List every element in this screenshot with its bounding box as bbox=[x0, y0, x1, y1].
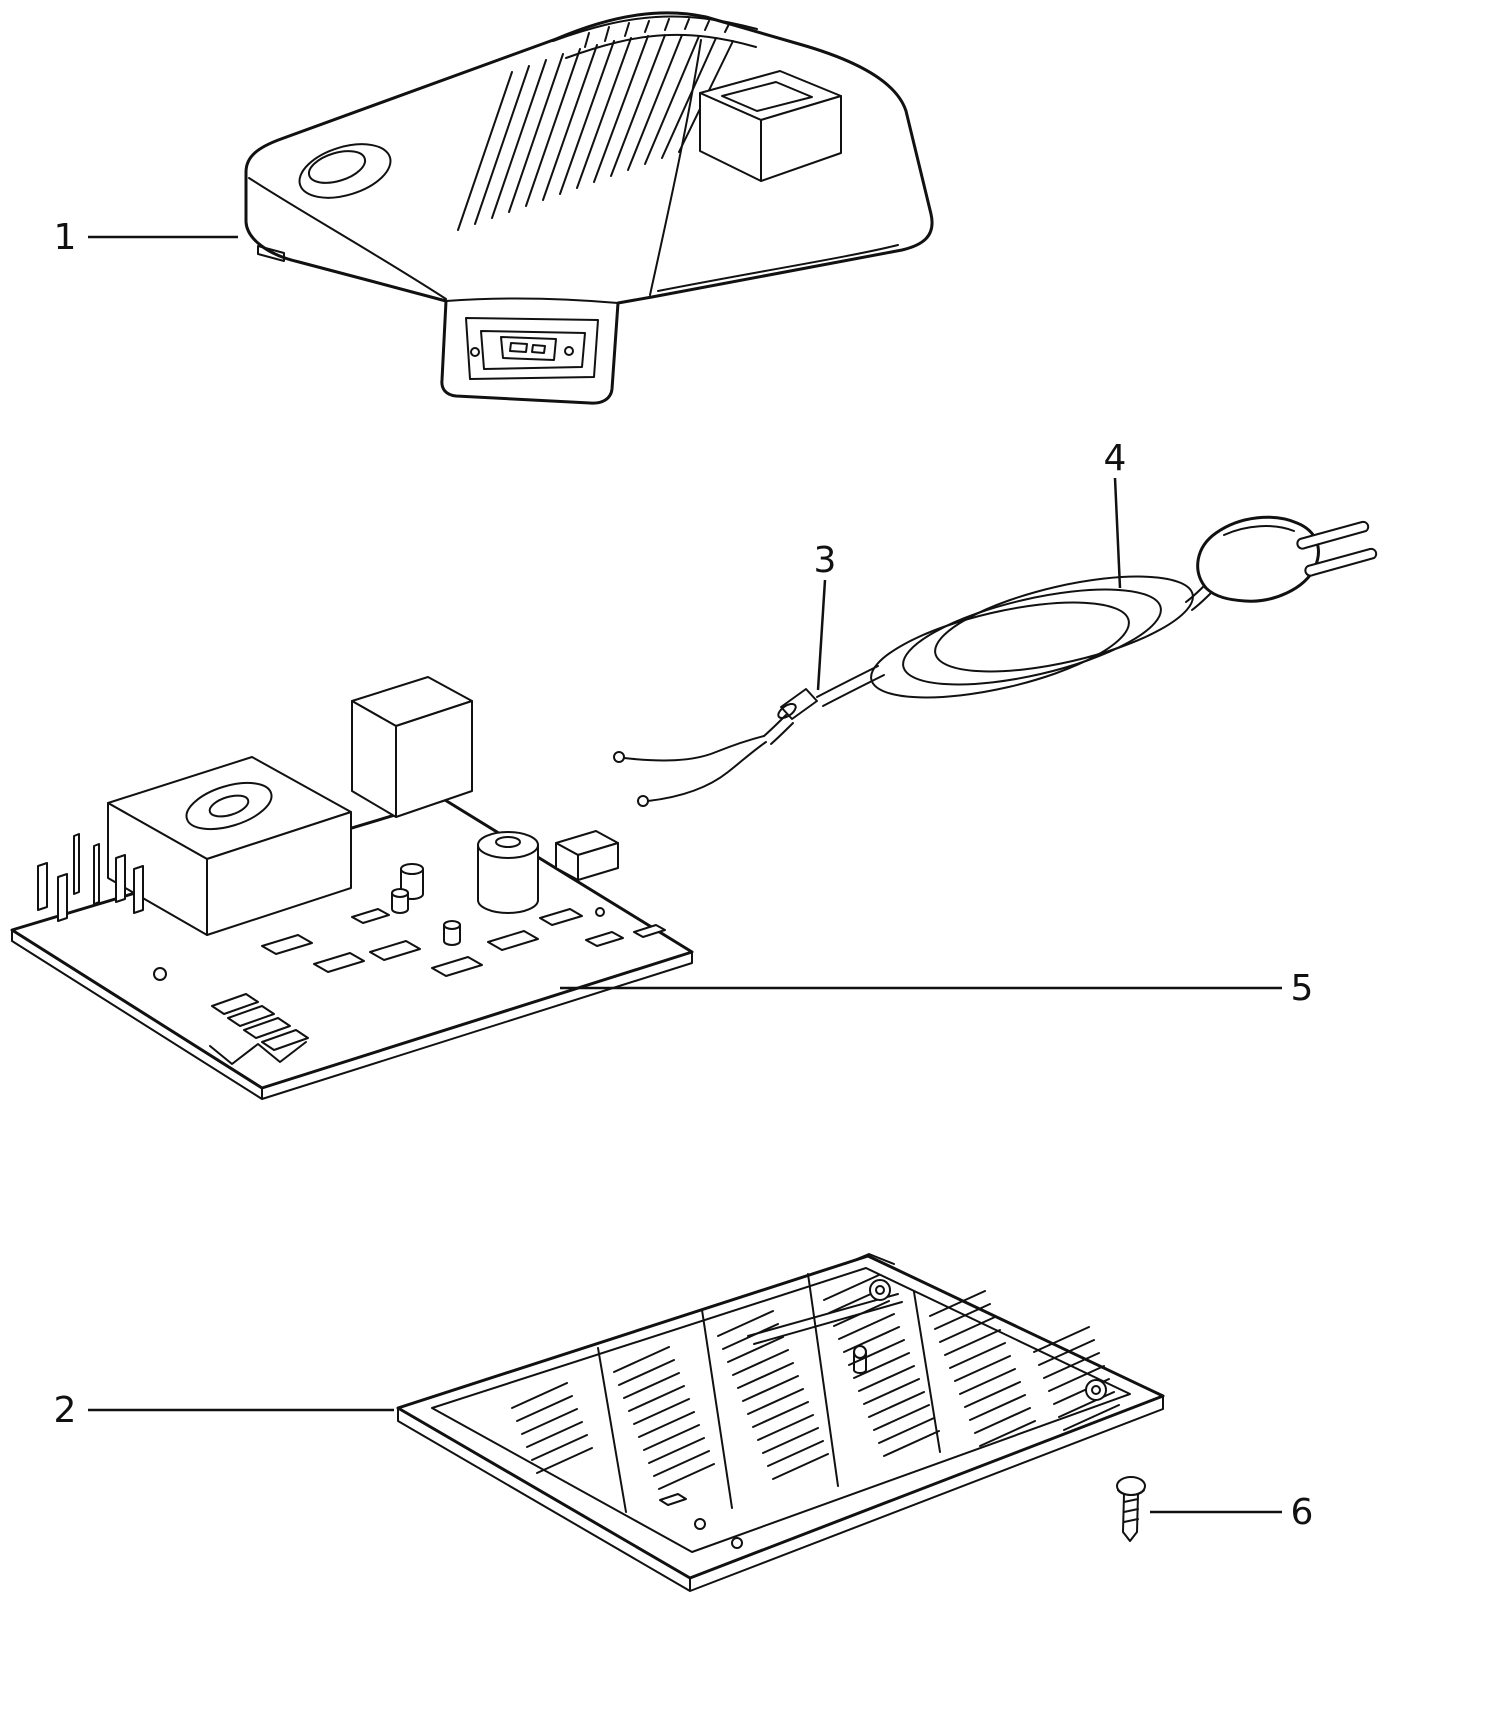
baseplate-hole-2 bbox=[731, 1537, 743, 1549]
callout-4-leader bbox=[1113, 477, 1122, 589]
plug-face-line bbox=[1223, 525, 1295, 536]
callout-5: 5 bbox=[560, 968, 1313, 1009]
pcb-solder-pads bbox=[261, 908, 666, 977]
power-cord-part bbox=[613, 515, 1378, 807]
baseplate-spine bbox=[747, 1293, 903, 1345]
pcb-edge-pins bbox=[37, 833, 144, 922]
bottom-housing-part bbox=[396, 1253, 1165, 1592]
baseplate-ribs bbox=[597, 1273, 941, 1513]
callouts: 1 2 3 4 5 6 bbox=[54, 217, 1314, 1533]
housing-vent-ribs bbox=[457, 34, 734, 231]
callout-1: 1 bbox=[54, 217, 238, 258]
callout-1-label: 1 bbox=[54, 217, 77, 258]
baseplate-inner-rim bbox=[431, 1267, 1131, 1553]
baseplate-thickness-edge bbox=[397, 1395, 1164, 1592]
housing-knob-inner bbox=[307, 150, 367, 184]
housing-dome-edge bbox=[649, 39, 702, 296]
cord-coil bbox=[870, 575, 1194, 699]
plug-prong-1 bbox=[1296, 520, 1370, 550]
cable-sleeve-part bbox=[777, 688, 818, 720]
baseplate-vent-slots bbox=[511, 1274, 1120, 1490]
baseplate-outline bbox=[396, 1254, 1165, 1580]
housing-raised-block bbox=[699, 70, 842, 182]
cord-wire-1 bbox=[623, 735, 765, 762]
callout-4: 4 bbox=[1104, 438, 1127, 589]
power-plug bbox=[1196, 515, 1378, 603]
baseplate-screw-boss-1 bbox=[869, 1279, 891, 1301]
housing-waistline bbox=[248, 177, 447, 300]
callout-3: 3 bbox=[814, 540, 837, 691]
housing-socket-platform bbox=[445, 297, 619, 380]
pcb-mini-caps bbox=[391, 888, 461, 946]
housing-top-band bbox=[552, 15, 758, 59]
wire-terminal-2 bbox=[637, 795, 649, 807]
screw-part bbox=[1116, 1476, 1146, 1542]
callout-6: 6 bbox=[1150, 1492, 1313, 1533]
callout-2: 2 bbox=[54, 1390, 394, 1431]
pcb-mount-hole bbox=[153, 967, 167, 981]
callout-4-label: 4 bbox=[1104, 438, 1127, 479]
housing-bottom-inner-edge bbox=[657, 244, 899, 292]
baseplate-top-tab bbox=[844, 1253, 895, 1265]
pcb-tall-component bbox=[351, 676, 473, 818]
screw-shaft bbox=[1122, 1493, 1139, 1542]
baseplate-post bbox=[853, 1345, 867, 1374]
pcb-thickness-edge bbox=[11, 929, 693, 1100]
pcb-transformer bbox=[107, 756, 352, 936]
cord-wire-2 bbox=[647, 741, 767, 802]
housing-side-slot bbox=[257, 245, 285, 262]
callout-3-label: 3 bbox=[814, 540, 837, 581]
wire-terminal-1 bbox=[613, 751, 625, 763]
cable-sleeve-ring bbox=[777, 702, 797, 720]
circuit-board-part bbox=[10, 676, 694, 1100]
housing-top-band-ticks bbox=[584, 18, 730, 48]
callout-6-label: 6 bbox=[1291, 1492, 1314, 1533]
top-housing-part bbox=[244, 11, 934, 405]
pcb-capacitor bbox=[477, 831, 539, 914]
callout-3-leader bbox=[816, 579, 827, 691]
baseplate-detail-tab bbox=[659, 1493, 687, 1506]
plug-prong-2 bbox=[1304, 547, 1378, 577]
screw-head-edge bbox=[1117, 1489, 1145, 1496]
plug-body bbox=[1196, 515, 1320, 603]
pcb-small-box bbox=[555, 830, 619, 881]
baseplate-hole-1 bbox=[694, 1518, 706, 1530]
cord-segment-inner bbox=[763, 714, 794, 745]
callout-2-label: 2 bbox=[54, 1390, 77, 1431]
baseplate-screw-boss-2 bbox=[1085, 1379, 1107, 1401]
pcb-dot bbox=[595, 907, 605, 917]
callout-5-label: 5 bbox=[1291, 968, 1314, 1009]
pcb-heatsink bbox=[209, 993, 309, 1065]
